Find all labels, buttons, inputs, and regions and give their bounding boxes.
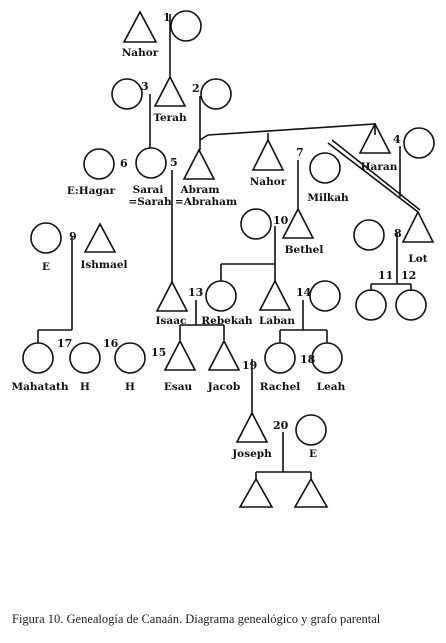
number-19: 19 [242, 359, 257, 372]
rachel-circle [264, 342, 296, 374]
isaac-triangle [155, 280, 189, 312]
terah-sibling-bar [199, 123, 376, 141]
number-1: 1 [163, 11, 171, 24]
number-4: 4 [393, 133, 401, 146]
number-8: 8 [394, 227, 402, 240]
edge-haran-to-lot-2 [331, 139, 421, 211]
label-esau: Esau [164, 381, 193, 393]
haran-triangle [358, 122, 392, 154]
label-e-hagar: E:Hagar [67, 185, 116, 197]
number-7: 7 [296, 146, 304, 159]
lot-daughter-12-circle [395, 289, 427, 321]
joseph-son-b-triangle [293, 477, 329, 508]
number-17: 17 [57, 337, 72, 350]
lot-triangle [401, 210, 435, 243]
label-rebekah: Rebekah [201, 315, 253, 327]
nahor-top-wife-circle [170, 10, 202, 42]
number-3: 3 [141, 80, 149, 93]
label-lot: Lot [408, 253, 427, 265]
mahatath-circle [22, 342, 54, 374]
label-bethel: Bethel [285, 244, 324, 256]
joseph-triangle [235, 411, 269, 443]
label-isaac: Isaac [156, 315, 187, 327]
bethel-wife-circle [240, 208, 272, 240]
label-h1: H [80, 381, 90, 393]
esau-triangle [163, 339, 197, 371]
lot-daughter-11-circle [355, 289, 387, 321]
label-haran: Haran [361, 161, 398, 173]
lot-wife-circle [353, 219, 385, 251]
label-terah: Terah [153, 112, 187, 124]
label-e-bottom: E [309, 448, 317, 460]
milkah-circle [309, 152, 341, 184]
nahor-terah-wife-circle [111, 78, 143, 110]
number-12: 12 [401, 269, 416, 282]
terah-wife-circle [200, 78, 232, 110]
number-20: 20 [273, 419, 289, 432]
terah-triangle [153, 75, 187, 107]
label-laban: Laban [259, 315, 295, 327]
ishmael-triangle [83, 222, 117, 253]
nahor-mid-triangle [251, 138, 285, 171]
label-rachel: Rachel [260, 381, 300, 393]
abram-triangle [182, 148, 216, 180]
number-18: 18 [300, 353, 316, 366]
label-e-left: E [42, 261, 50, 273]
label-milkah: Milkah [307, 192, 349, 204]
number-16: 16 [103, 337, 119, 350]
h1-circle [69, 342, 101, 374]
h2-circle [114, 342, 146, 374]
leah-circle [311, 342, 343, 374]
number-9: 9 [69, 230, 77, 243]
label-abram: Abram [180, 184, 220, 196]
joseph-son-a-triangle [238, 477, 274, 508]
figure-caption: Figura 10. Genealogía de Canaán. Diagram… [12, 612, 381, 626]
bethel-triangle [281, 207, 315, 239]
sarai-circle [135, 147, 167, 179]
number-6: 6 [120, 157, 128, 170]
laban-wife-circle [309, 280, 341, 312]
laban-triangle [258, 279, 292, 311]
number-5: 5 [170, 156, 178, 169]
hagar-circle [83, 148, 115, 180]
label-nahor-mid: Nahor [250, 176, 287, 188]
joseph-wife-circle [295, 414, 327, 446]
number-2: 2 [192, 82, 200, 95]
label-mahatath: Mahatath [11, 381, 68, 393]
label-ishmael: Ishmael [80, 259, 127, 271]
label-h2: H [125, 381, 135, 393]
number-13: 13 [188, 286, 203, 299]
label-leah: Leah [317, 381, 346, 393]
haran-wife-circle [403, 127, 435, 159]
edge-haran-to-lot [327, 142, 419, 213]
label-nahor-top: Nahor [122, 47, 159, 59]
number-10: 10 [273, 214, 289, 227]
label-sarah: =Sarah [128, 196, 172, 208]
nahor-top-triangle [122, 10, 158, 43]
number-11: 11 [378, 269, 393, 282]
jacob-triangle [207, 339, 241, 371]
label-abraham: =Abraham [175, 196, 237, 208]
label-joseph: Joseph [231, 448, 272, 460]
label-jacob: Jacob [207, 381, 241, 393]
ishmael-mother-circle [30, 222, 62, 254]
genealogy-diagram: Nahor Terah E:Hagar Sarai =Sarah Abram =… [11, 10, 435, 508]
label-sarai: Sarai [133, 184, 164, 196]
number-15: 15 [151, 346, 166, 359]
rebekah-circle [205, 280, 237, 312]
number-14: 14 [296, 286, 312, 299]
